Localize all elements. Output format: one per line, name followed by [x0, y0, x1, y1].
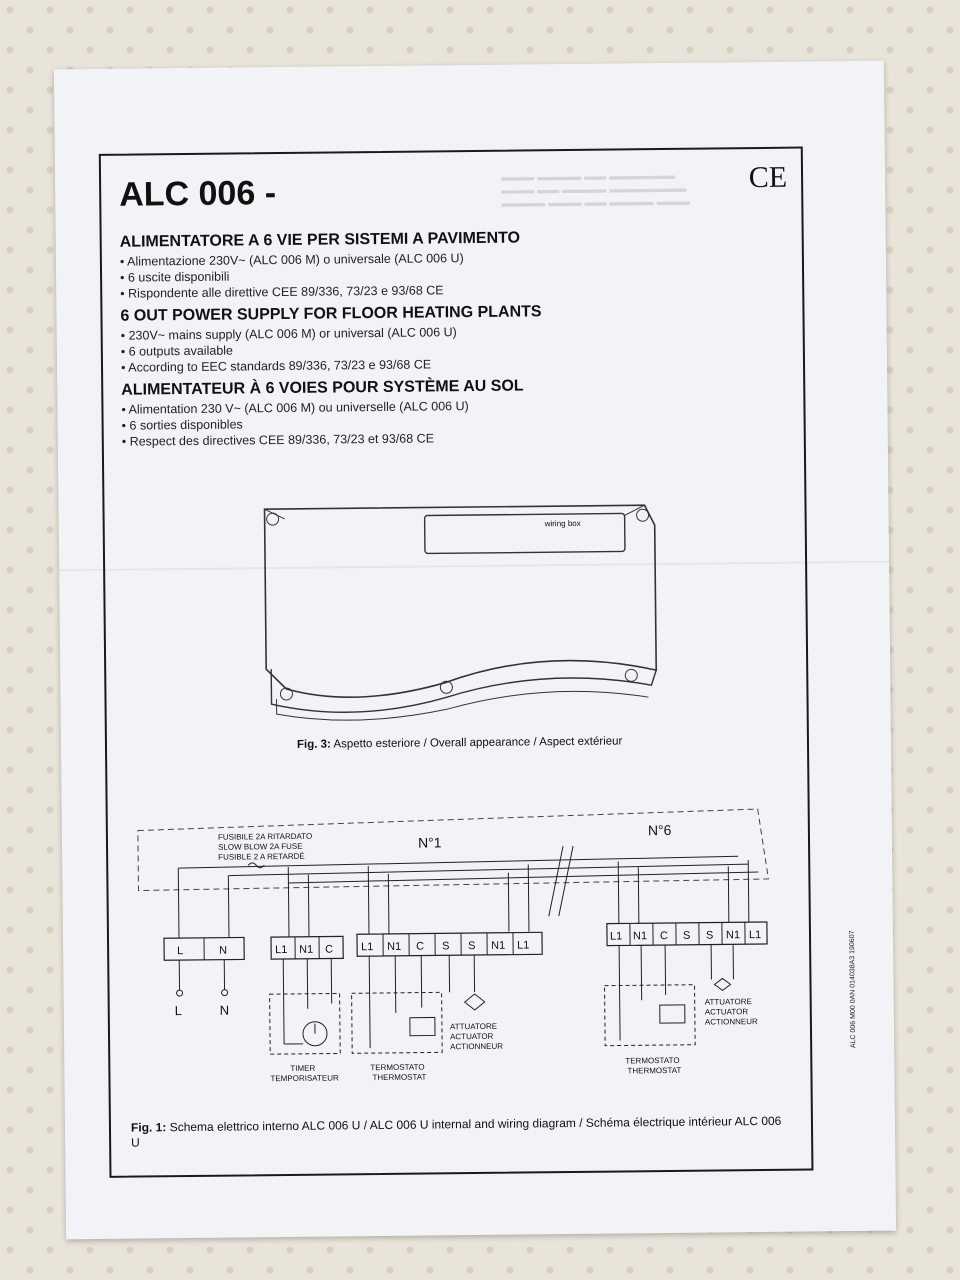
figure3-caption-text: Aspetto esteriore / Overall appearance /…	[333, 735, 623, 751]
fuse-label-2: SLOW BLOW 2A FUSE	[218, 842, 303, 852]
terminal-label: L1	[275, 944, 287, 956]
section-italian: ALIMENTATORE A 6 VIE PER SISTEMI A PAVIM…	[120, 227, 781, 302]
ce-mark: CE	[748, 160, 788, 195]
thermostat-1-label-1: TERMOSTATO	[370, 1063, 424, 1073]
actuator-6-label-2: ACTUATOR	[705, 1007, 749, 1016]
actuator-6-label-3: ACTIONNEUR	[705, 1017, 758, 1027]
thermostat-6-label-2: THERMOSTAT	[627, 1066, 681, 1076]
figure1-caption-prefix: Fig. 1:	[130, 1120, 167, 1135]
terminal-label: L1	[610, 930, 622, 942]
document-sheet: ▬▬▬ ▬▬▬▬ ▬▬ ▬▬▬▬▬▬▬▬▬ ▬▬ ▬▬▬▬ ▬▬▬▬▬▬▬▬▬▬…	[53, 60, 897, 1240]
actuator-6-label-1: ATTUATORE	[705, 997, 752, 1006]
figure1-caption-text: Schema elettrico interno ALC 006 U / ALC…	[131, 1113, 782, 1150]
terminal-label: L1	[749, 929, 761, 941]
terminal-label: N1	[387, 941, 401, 953]
terminal-label: N1	[726, 929, 740, 941]
wiring-box-label: wiring box	[544, 519, 581, 528]
actuator-1-label-3: ACTIONNEUR	[450, 1042, 503, 1052]
terminal-label: N	[219, 945, 227, 957]
enclosure-illustration: wiring box	[263, 504, 658, 721]
side-reference-code: ALC 006 M00 0AN 014038A3 190607	[848, 930, 858, 1049]
zone-1-label: N°1	[418, 834, 442, 850]
document-title: ALC 006 -	[119, 174, 277, 214]
terminal-label: C	[325, 944, 333, 956]
terminal-label: C	[416, 941, 424, 953]
timer-label-2: TEMPORISATEUR	[270, 1073, 339, 1083]
input-n-label: N	[220, 1003, 230, 1018]
terminal-label: N1	[299, 944, 313, 956]
actuator-1-label-1: ATTUATORE	[450, 1022, 497, 1031]
document-frame: ▬▬▬ ▬▬▬▬ ▬▬ ▬▬▬▬▬▬▬▬▬ ▬▬ ▬▬▬▬ ▬▬▬▬▬▬▬▬▬▬…	[98, 146, 857, 1178]
thermostat-1-label-2: THERMOSTAT	[372, 1073, 426, 1083]
figure3-caption: Fig. 3: Aspetto esteriore / Overall appe…	[297, 735, 622, 750]
terminal-label: N1	[633, 930, 647, 942]
figure1-caption: Fig. 1: Schema elettrico interno ALC 006…	[131, 1114, 791, 1151]
terminal-label: N1	[491, 940, 505, 952]
wiring-diagram: FUSIBILE 2A RITARDATO SLOW BLOW 2A FUSE …	[137, 808, 769, 1083]
figure3-caption-prefix: Fig. 3:	[296, 738, 331, 751]
section-english: 6 OUT POWER SUPPLY FOR FLOOR HEATING PLA…	[120, 301, 781, 376]
actuator-1-label-2: ACTUATOR	[450, 1032, 494, 1041]
terminal-label: S	[706, 930, 713, 942]
timer-label-1: TIMER	[290, 1064, 315, 1073]
terminal-label: L	[177, 945, 183, 957]
fuse-label-3: FUSIBLE 2 A RETARDÉ	[218, 852, 305, 862]
fuse-label-1: FUSIBILE 2A RITARDATO	[218, 832, 312, 842]
zone-6-label: N°6	[648, 822, 672, 838]
terminal-label: S	[468, 940, 475, 952]
thermostat-6-label-1: TERMOSTATO	[625, 1056, 679, 1066]
terminal-label: L1	[517, 939, 529, 951]
section-french: ALIMENTATEUR À 6 VOIES POUR SYSTÈME AU S…	[121, 375, 782, 450]
terminal-label: C	[660, 930, 668, 942]
input-l-label: L	[175, 1003, 182, 1018]
terminal-label: S	[442, 940, 449, 952]
terminal-label: S	[683, 930, 690, 942]
terminal-label: L1	[361, 941, 373, 953]
description-sections: ALIMENTATORE A 6 VIE PER SISTEMI A PAVIM…	[120, 221, 782, 450]
